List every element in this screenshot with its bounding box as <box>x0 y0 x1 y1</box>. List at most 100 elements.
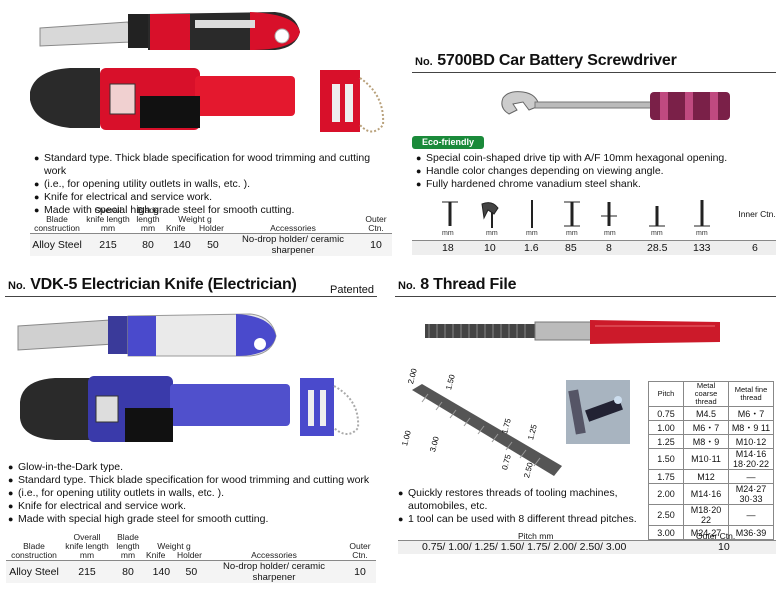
thread-file-heading: No. 8 Thread File <box>398 276 517 293</box>
patented-label: Patented <box>330 284 375 296</box>
bullet: 1 tool can be used with 8 different thre… <box>398 513 646 526</box>
pitch-label: 1.75 <box>500 417 513 435</box>
pitch-label: 1.25 <box>526 423 539 441</box>
cell: 140 <box>164 233 200 256</box>
header-blade-construction: Blade construction <box>34 214 80 233</box>
header-blade-length: Blade length mm <box>116 532 140 560</box>
thread-file-bullets: Quickly restores threads of tooling mach… <box>398 487 646 526</box>
bullet: Made with special high grade steel for s… <box>8 513 383 526</box>
dim-values-row: 18 10 1.6 85 8 28.5 133 6 <box>412 240 776 255</box>
header-outer-ctn: Outer Ctn. <box>349 541 371 560</box>
outer-ctn-value: 10 <box>718 541 730 553</box>
bullet: Glow-in-the-Dark type. <box>8 461 383 474</box>
header-blade-construction: Blade construction <box>11 541 57 560</box>
vdk-knife-image <box>17 313 360 442</box>
screwdriver-heading: No. 5700BD Car Battery Screwdriver <box>415 52 677 69</box>
header-accessories: Accessories <box>251 550 297 560</box>
pitch-label: 2.00 <box>406 368 419 385</box>
dim-units-row: mm mm mm mm mm mm mm <box>412 230 776 242</box>
cell: 10 <box>344 560 376 583</box>
dim-value: 85 <box>565 242 577 254</box>
dim-value: 1.6 <box>524 242 539 254</box>
cell: Alloy Steel <box>30 233 84 256</box>
pitch-header: Metal coarse thread <box>683 381 729 407</box>
dimension-diagrams <box>442 200 710 228</box>
pitch-label: 1.00 <box>400 429 413 447</box>
bullet: Standard type. Thick blade specification… <box>34 152 394 178</box>
cell: 215 <box>62 560 112 583</box>
pitch-label: 0.75 <box>500 453 513 471</box>
dim-unit: mm <box>526 230 538 237</box>
pitch-header: Metal fine thread <box>728 381 774 407</box>
bullet: Knife for electrical and service work. <box>8 500 383 513</box>
vdk-spec-table: Blade construction Overall knife length … <box>6 533 376 583</box>
bullet: Quickly restores threads of tooling mach… <box>398 487 646 513</box>
dim-unit: mm <box>486 230 498 237</box>
thread-file-title: 8 Thread File <box>420 276 517 293</box>
thread-file-image <box>425 320 720 344</box>
header-outer-ctn: Outer Ctn. <box>365 214 387 233</box>
thread-file-diagram: 2.00 1.50 1.00 3.00 1.75 1.25 0.75 2.50 <box>400 368 562 479</box>
header-overall-length: Overall knife length mm <box>65 532 109 560</box>
pitch-values: 0.75/ 1.00/ 1.25/ 1.50/ 1.75/ 2.00/ 2.50… <box>422 541 627 553</box>
dim-unit: mm <box>442 230 454 237</box>
bullet: Handle color changes depending on viewin… <box>416 165 776 178</box>
bullet: Made with special high grade steel for s… <box>34 204 394 217</box>
screwdriver-bullets: Special coin-shaped drive tip with A/F 1… <box>416 152 776 191</box>
inner-ctn-value: 6 <box>752 242 758 254</box>
dim-value: 28.5 <box>647 242 668 254</box>
thread-repair-photo <box>566 380 630 444</box>
bullet-continuation: (i.e., for opening utility outlets in wa… <box>34 178 394 191</box>
dim-value: 10 <box>484 242 496 254</box>
dim-value: 8 <box>606 242 612 254</box>
pitch-label: 3.00 <box>428 435 441 453</box>
screwdriver-dimensions: mm mm mm mm mm mm mm Inner Ctn. 18 10 1.… <box>412 196 776 256</box>
values-row: 0.75/ 1.00/ 1.25/ 1.50/ 1.75/ 2.00/ 2.50… <box>398 540 776 554</box>
inner-ctn-label: Inner Ctn. <box>738 209 776 219</box>
dim-unit: mm <box>604 230 616 237</box>
dim-unit: mm <box>696 230 708 237</box>
pitch-label: 2.50 <box>522 461 535 479</box>
top-knife-bullets: Standard type. Thick blade specification… <box>34 152 394 217</box>
cell: 50 <box>199 233 226 256</box>
cell: 80 <box>132 233 164 256</box>
screwdriver-image <box>501 91 730 120</box>
cell: 80 <box>112 560 144 583</box>
cell: 50 <box>178 560 204 583</box>
cell: 140 <box>144 560 179 583</box>
bullet: Fully hardened chrome vanadium steel sha… <box>416 178 776 191</box>
divider <box>395 296 776 297</box>
cell: Alloy Steel <box>6 560 62 583</box>
header-overall-length: Overall knife length mm <box>86 205 130 233</box>
electrician-knife-image <box>30 12 385 133</box>
vdk-heading: No. VDK-5 Electrician Knife (Electrician… <box>8 276 297 293</box>
pitch-table: Pitch Metal coarse thread Metal fine thr… <box>648 381 774 540</box>
header-accessories: Accessories <box>270 223 316 233</box>
vdk-title: VDK-5 Electrician Knife (Electrician) <box>30 276 297 293</box>
pitch-header: Pitch <box>648 381 684 407</box>
header-outer-ctn: Outer Ctn. <box>696 531 736 541</box>
bullet-continuation: (i.e., for opening utility outlets in wa… <box>8 487 383 500</box>
cell: 10 <box>360 233 392 256</box>
eco-friendly-badge: Eco-friendly <box>412 136 484 149</box>
screwdriver-title: 5700BD Car Battery Screwdriver <box>437 52 677 69</box>
thread-file-spec: Pitch mm Outer Ctn. 0.75/ 1.00/ 1.25/ 1.… <box>398 531 776 554</box>
cell: No-drop holder/ ceramic sharpener <box>204 560 344 583</box>
divider <box>5 296 377 297</box>
bullet: Knife for electrical and service work. <box>34 191 394 204</box>
bullet: Standard type. Thick blade specification… <box>8 474 383 487</box>
header-blade-length: Blade length mm <box>136 205 160 233</box>
vdk-bullets: Glow-in-the-Dark type. Standard type. Th… <box>8 461 383 526</box>
dim-value: 18 <box>442 242 454 254</box>
cell: No-drop holder/ ceramic sharpener <box>226 233 360 256</box>
cell: 215 <box>84 233 132 256</box>
divider <box>412 72 776 73</box>
dim-unit: mm <box>566 230 578 237</box>
pitch-label: 1.50 <box>444 373 457 391</box>
dim-value: 133 <box>693 242 711 254</box>
bullet: Special coin-shaped drive tip with A/F 1… <box>416 152 776 165</box>
header-pitch: Pitch mm <box>518 531 554 541</box>
top-knife-spec-table: Blade construction Overall knife length … <box>30 206 392 256</box>
